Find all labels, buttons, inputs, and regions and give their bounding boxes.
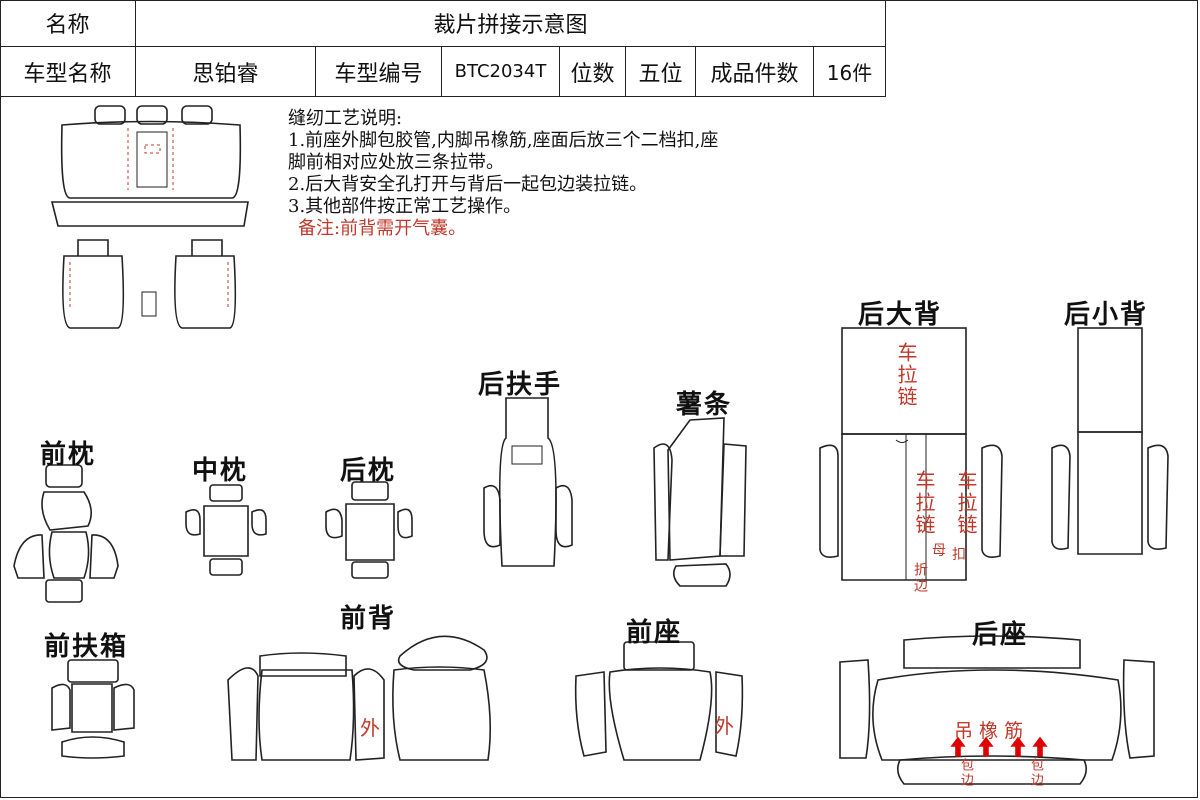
buckle-note: 扣 [952, 547, 966, 563]
elastic-note: 吊 橡 筋 [954, 720, 1024, 742]
seats-value: 五位 [638, 61, 683, 87]
pieces-label: 成品件数 [710, 61, 799, 87]
outer-note-back: 外 [360, 716, 380, 740]
label-rear-large-back: 后大背 [858, 300, 943, 330]
model-code-label-cell: 车型编号 [316, 47, 442, 97]
zipper-note-left: 车拉链 [912, 470, 936, 536]
label-rear-seat: 后座 [972, 620, 1029, 650]
zipper-note-top: 车拉链 [894, 342, 918, 408]
notes-remark: 备注:前背需开气囊。 [298, 218, 467, 239]
hem-note-right: 包边 [1028, 758, 1043, 788]
label-front-pillow: 前枕 [40, 440, 97, 470]
model-name-label-cell: 车型名称 [0, 47, 136, 97]
label-front-seat: 前座 [626, 618, 683, 648]
pieces-label-cell: 成品件数 [696, 47, 814, 97]
outer-note-seat: 外 [714, 714, 734, 738]
notes-line-3: 3.其他部件按正常工艺操作。 [288, 196, 522, 217]
label-front-armbox: 前扶箱 [44, 632, 129, 662]
female-note: 母 [932, 543, 946, 559]
name-label: 名称 [45, 13, 90, 38]
sewing-notes: 缝纫工艺说明: 1.前座外脚包胶管,内脚吊橡筋,座面后放三个二档扣,座 脚前相对… [288, 108, 888, 240]
seats-label: 位数 [570, 61, 615, 87]
pieces-value: 16件 [826, 61, 873, 85]
doc-title: 裁片拼接示意图 [433, 13, 588, 38]
notes-title: 缝纫工艺说明: [288, 108, 403, 129]
doc-title-cell: 裁片拼接示意图 [136, 0, 886, 47]
label-rear-small-back: 后小背 [1064, 300, 1149, 330]
label-rear-pillow: 后枕 [340, 456, 397, 486]
pieces-cell: 16件 [814, 47, 886, 97]
model-name-cell: 思铂睿 [136, 47, 316, 97]
notes-line-1b: 脚前相对应处放三条拉带。 [288, 152, 504, 173]
model-code-cell: BTC2034T [442, 47, 560, 97]
label-front-back: 前背 [340, 604, 397, 634]
label-rear-armrest: 后扶手 [478, 370, 563, 400]
label-middle-pillow: 中枕 [192, 456, 249, 486]
model-code: BTC2034T [454, 61, 547, 82]
name-label-cell: 名称 [0, 0, 136, 47]
notes-line-2: 2.后大背安全孔打开与背后一起包边装拉链。 [288, 174, 648, 195]
model-name: 思铂睿 [192, 61, 259, 87]
model-code-label: 车型编号 [334, 61, 423, 87]
seats-cell: 五位 [626, 47, 696, 97]
hem-note-left: 包边 [958, 758, 973, 788]
seats-label-cell: 位数 [560, 47, 626, 97]
fold-note: 折边 [912, 562, 928, 594]
label-strip: 薯条 [676, 390, 733, 420]
model-name-label: 车型名称 [23, 61, 112, 87]
zipper-note-right: 车拉链 [954, 470, 978, 536]
notes-line-1: 1.前座外脚包胶管,内脚吊橡筋,座面后放三个二档扣,座 [288, 130, 719, 151]
